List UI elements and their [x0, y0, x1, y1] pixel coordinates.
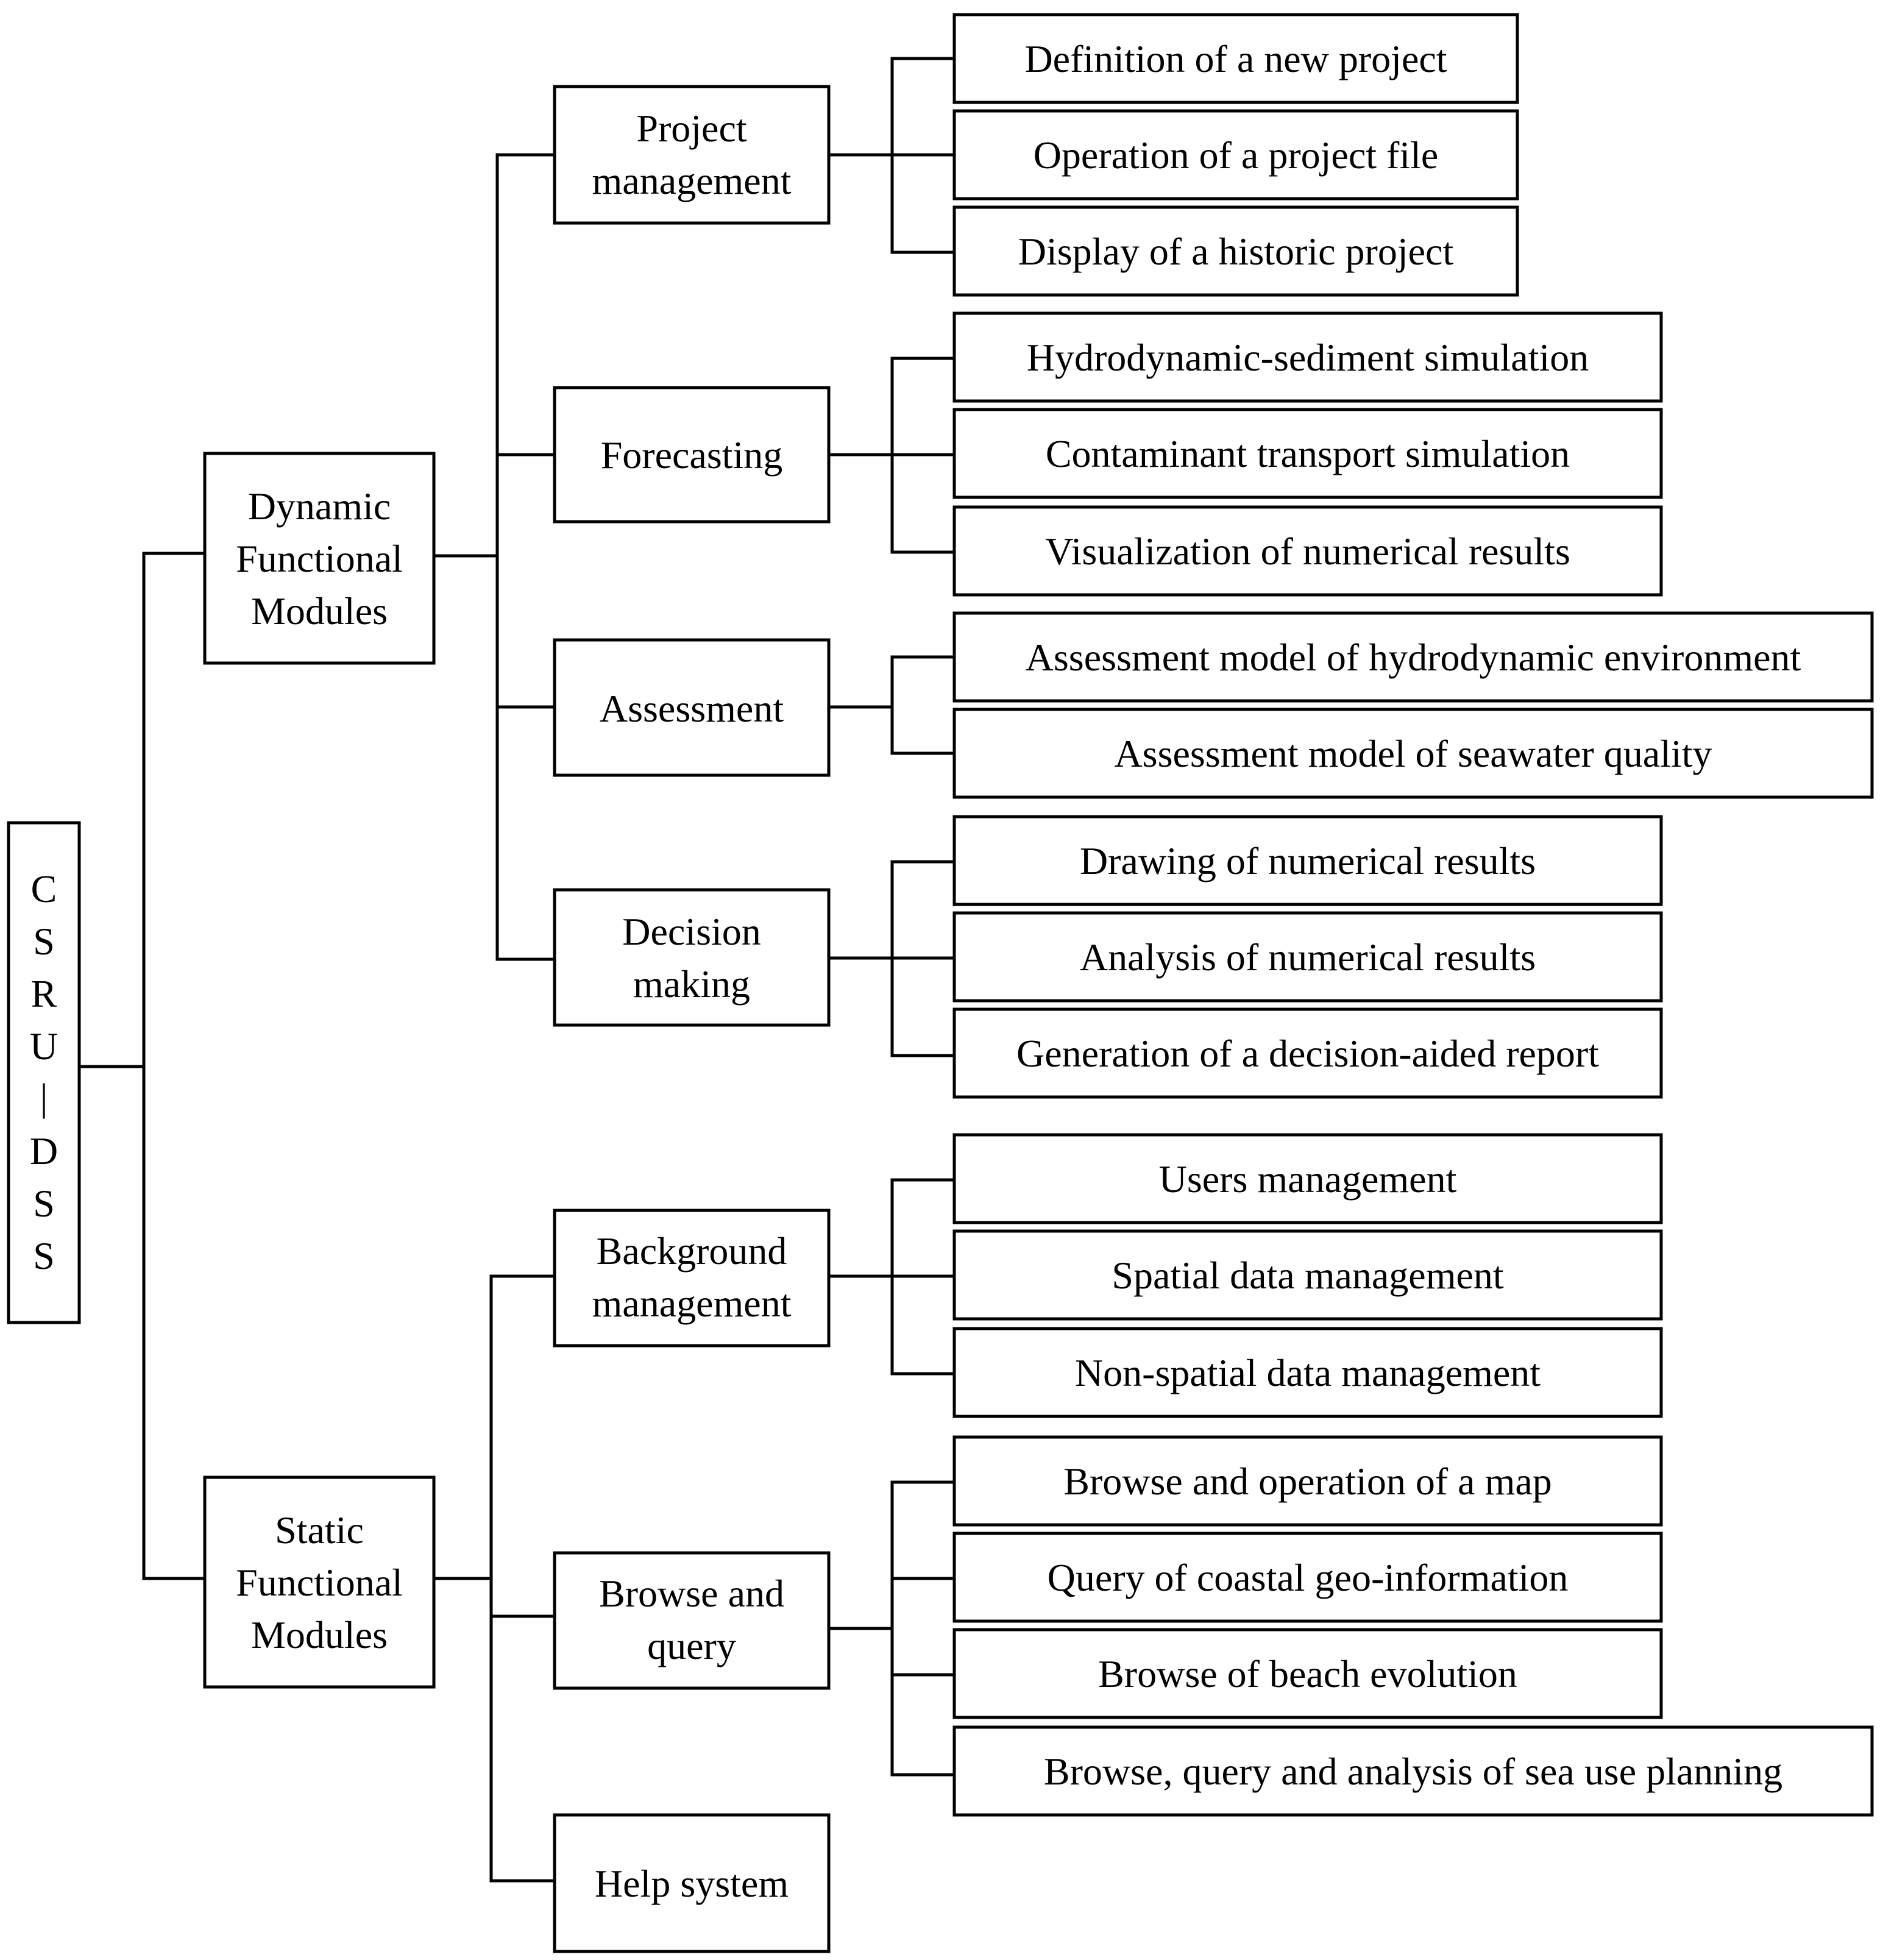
module-label-line: query [647, 1624, 736, 1667]
group-label-line: Modules [251, 589, 388, 633]
leaf-item-label: Non-spatial data management [1075, 1351, 1541, 1394]
module-label-line: Project [636, 107, 747, 150]
leaf-item: Browse of beach evolution [952, 1628, 1663, 1719]
module-label-line: Decision [622, 910, 761, 953]
leaf-item-label: Analysis of numerical results [1080, 936, 1536, 979]
leaf-item: Assessment model of seawater quality [952, 708, 1874, 799]
leaf-item-label: Browse of beach evolution [1098, 1652, 1517, 1695]
leaf-item: Browse and operation of a map [952, 1435, 1663, 1527]
group-node-static-functional-modules: Static Functional Modules [203, 1475, 436, 1689]
leaf-item: Browse, query and analysis of sea use pl… [952, 1725, 1874, 1817]
leaf-item-label: Hydrodynamic-sediment simulation [1027, 336, 1589, 379]
group-label-line: Static [275, 1508, 364, 1552]
leaf-item-label: Spatial data management [1112, 1254, 1504, 1297]
module-label-line: Assessment [600, 687, 784, 730]
leaf-item-label: Browse, query and analysis of sea use pl… [1044, 1750, 1782, 1793]
leaf-item: Query of coastal geo-information [952, 1532, 1663, 1623]
module-node-assessment: Assessment [553, 638, 831, 777]
module-node-help-system: Help system [553, 1813, 831, 1953]
leaf-item: Spatial data management [952, 1229, 1663, 1321]
leaf-item-label: Users management [1159, 1157, 1457, 1201]
leaf-item: Drawing of numerical results [952, 815, 1663, 906]
leaf-item: Definition of a new project [952, 13, 1519, 104]
leaf-item: Operation of a project file [952, 109, 1519, 201]
root-letter: U [30, 1024, 58, 1068]
leaf-item-label: Operation of a project file [1034, 133, 1439, 177]
leaf-item-label: Contaminant transport simulation [1046, 432, 1570, 475]
root-letter: | [40, 1076, 48, 1119]
leaf-item: Analysis of numerical results [952, 911, 1663, 1003]
module-label-line: management [592, 159, 792, 202]
module-node-decision-making: Decision making [553, 888, 831, 1027]
module-node-background-management: Background management [553, 1209, 831, 1347]
group-label-line: Modules [251, 1613, 388, 1656]
root-letter: S [33, 1234, 55, 1277]
root-letter: S [33, 1182, 55, 1225]
leaf-item-label: Assessment model of hydrodynamic environ… [1026, 636, 1801, 679]
leaf-item-label: Drawing of numerical results [1080, 839, 1536, 882]
group-label-line: Functional [236, 1561, 403, 1604]
leaf-item: Users management [952, 1133, 1663, 1224]
leaf-item: Generation of a decision-aided report [952, 1007, 1663, 1099]
leaf-item: Visualization of numerical results [952, 505, 1663, 597]
leaf-item-label: Definition of a new project [1024, 37, 1447, 80]
leaf-item: Display of a historic project [952, 205, 1519, 297]
leaf-item: Non-spatial data management [952, 1327, 1663, 1418]
module-label-line: Help system [595, 1862, 789, 1905]
leaf-item: Hydrodynamic-sediment simulation [952, 311, 1663, 403]
root-node-csru-dss: C S R U | D S S [7, 821, 81, 1324]
module-node-project-management: Project management [553, 85, 831, 225]
leaf-item-label: Visualization of numerical results [1045, 530, 1570, 573]
module-label-line: Background [597, 1229, 787, 1273]
module-node-browse-and-query: Browse and query [553, 1551, 831, 1690]
root-letter: R [31, 972, 57, 1015]
root-letter: S [33, 920, 55, 963]
leaf-item-label: Browse and operation of a map [1063, 1460, 1552, 1503]
module-node-forecasting: Forecasting [553, 386, 831, 524]
module-label-line: making [633, 962, 750, 1006]
root-letter: C [31, 867, 57, 911]
root-letter: D [30, 1129, 58, 1173]
leaf-item: Assessment model of hydrodynamic environ… [952, 611, 1874, 703]
leaf-item-label: Assessment model of seawater quality [1114, 732, 1712, 775]
module-label-line: Browse and [599, 1572, 784, 1615]
leaf-item-label: Display of a historic project [1018, 230, 1454, 273]
leaf-item-label: Generation of a decision-aided report [1016, 1032, 1599, 1075]
group-label-line: Functional [236, 537, 403, 580]
group-node-dynamic-functional-modules: Dynamic Functional Modules [203, 452, 436, 665]
leaf-item: Contaminant transport simulation [952, 408, 1663, 499]
leaf-item-label: Query of coastal geo-information [1048, 1556, 1569, 1599]
module-label-line: Forecasting [601, 433, 783, 477]
group-label-line: Dynamic [248, 485, 391, 528]
module-label-line: management [592, 1282, 792, 1325]
connectors [77, 57, 956, 1883]
